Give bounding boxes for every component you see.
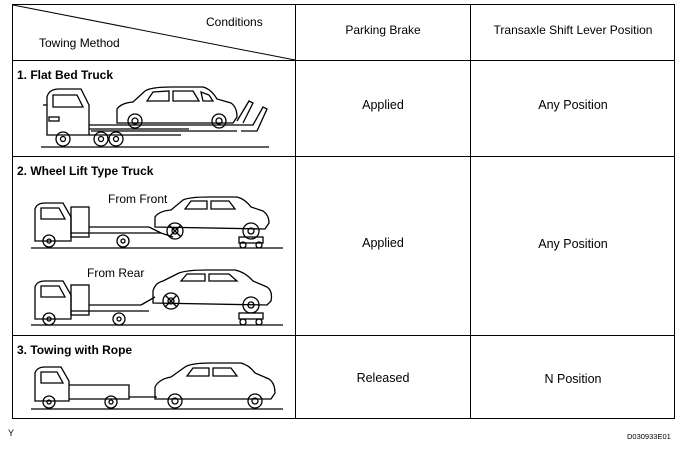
- header-diagonal: [12, 4, 296, 61]
- row-divider: [13, 156, 674, 157]
- row-divider: [13, 60, 674, 61]
- method-title: 1. Flat Bed Truck: [17, 68, 114, 82]
- column-divider: [470, 5, 471, 418]
- parking-brake-value: Released: [356, 371, 410, 385]
- from-front-label: From Front: [108, 192, 168, 206]
- from-rear-label: From Rear: [87, 266, 145, 280]
- shift-lever-value: N Position: [544, 372, 602, 386]
- figure-code: D030933E01: [627, 432, 671, 441]
- row-divider: [13, 335, 674, 336]
- parking-brake-value: Applied: [362, 98, 404, 112]
- towing-method-label: Towing Method: [39, 36, 120, 50]
- wheel-lift-rear-illustration: [31, 269, 283, 326]
- towing-table: Conditions Towing Method Parking Brake T…: [12, 4, 675, 419]
- flat-bed-truck-illustration: [41, 86, 269, 148]
- wheel-lift-front-illustration: [31, 196, 283, 249]
- parking-brake-header: Parking Brake: [345, 23, 421, 37]
- shift-lever-value: Any Position: [538, 98, 608, 112]
- column-divider: [295, 5, 296, 418]
- parking-brake-value: Applied: [362, 236, 404, 250]
- method-title: 3. Towing with Rope: [17, 343, 133, 357]
- method-title: 2. Wheel Lift Type Truck: [17, 164, 154, 178]
- shift-lever-header: Transaxle Shift Lever Position: [493, 23, 653, 37]
- towing-with-rope-illustration: [31, 362, 283, 410]
- corner-mark: Y: [8, 428, 15, 438]
- shift-lever-value: Any Position: [538, 237, 608, 251]
- conditions-label: Conditions: [206, 15, 263, 29]
